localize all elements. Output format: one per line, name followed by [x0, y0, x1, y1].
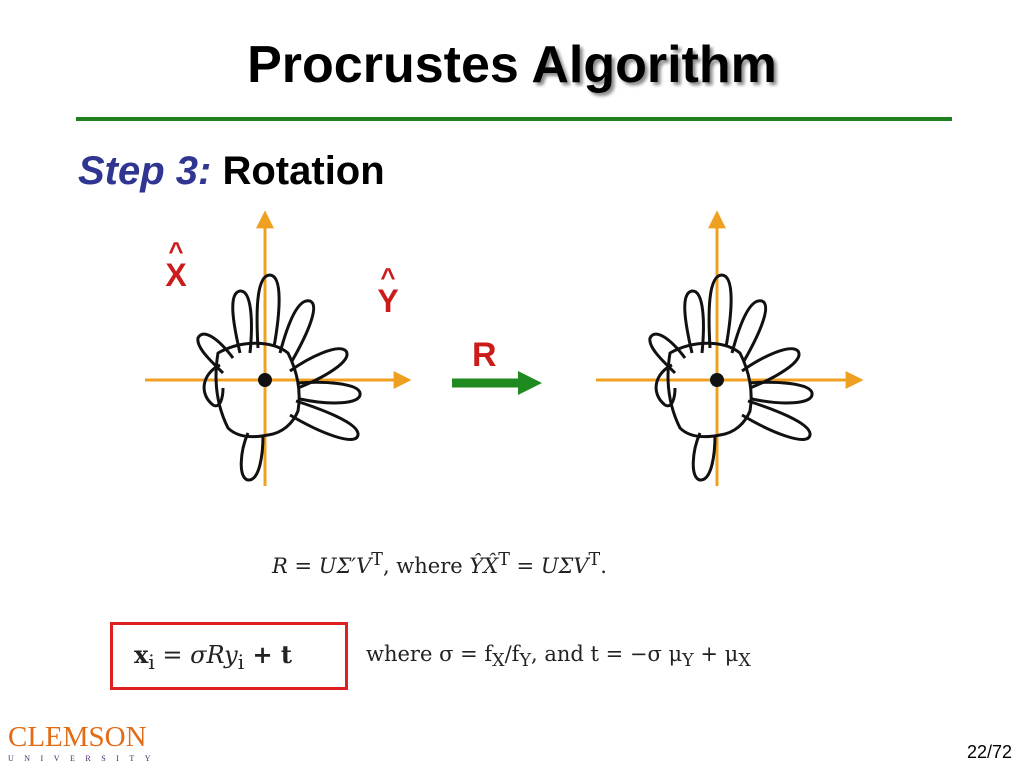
- title-divider: [76, 117, 952, 121]
- left-hand-shape: [196, 273, 362, 482]
- right-origin-dot: [710, 373, 724, 387]
- step-text: Rotation: [222, 149, 385, 193]
- left-origin-dot: [258, 373, 272, 387]
- where-formula: where σ = fX/fY, and t = −σ μY + μX: [366, 642, 751, 672]
- logo-name: CLEMSON: [8, 721, 147, 753]
- highlight-box: [110, 622, 348, 690]
- title-part1: Procrustes: [247, 36, 519, 94]
- title-part2: Algorithm: [531, 36, 777, 94]
- rotation-label: R: [472, 336, 497, 374]
- logo-subtitle: UNIVERSITY: [8, 754, 161, 763]
- clemson-logo: CLEMSON UNIVERSITY: [8, 722, 164, 764]
- right-hand-shape: [648, 273, 814, 482]
- y-hat-label: ^ Y: [377, 262, 399, 319]
- x-hat-label: ^ X: [165, 236, 187, 293]
- rotation-arrow-head: [518, 371, 542, 395]
- slide-title: Procrustes Algorithm: [0, 34, 1024, 96]
- boxed-equation: xi = σRyi + t: [134, 640, 292, 674]
- step-heading: Step 3: Rotation: [78, 146, 385, 196]
- page-number: 22/72: [966, 742, 1012, 762]
- svd-formula: R = UΣ′VT, where ŶX̂T = UΣVT.: [272, 550, 607, 578]
- step-label: Step 3:: [78, 149, 212, 193]
